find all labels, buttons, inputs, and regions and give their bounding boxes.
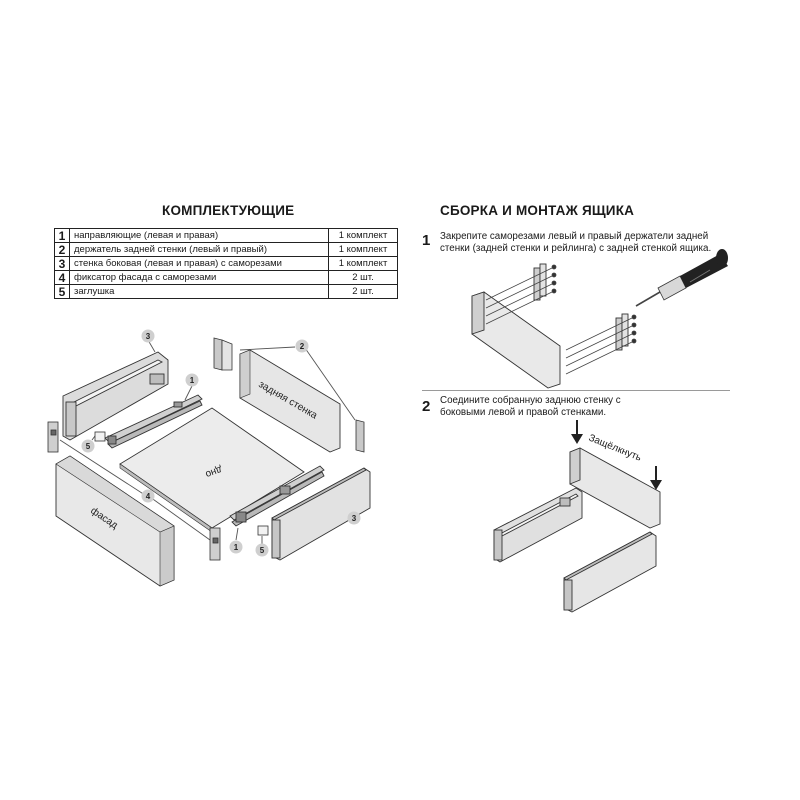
table-row: 5 заглушка 2 шт. bbox=[54, 284, 398, 299]
back-wall-holder-right bbox=[355, 419, 365, 453]
callout-badge: 5 bbox=[81, 439, 95, 453]
plug-left bbox=[94, 431, 106, 442]
table-row: 3 стенка боковая (левая и правая) с само… bbox=[54, 256, 398, 271]
callout-badge: 1 bbox=[185, 373, 199, 387]
callout-badge: 2 bbox=[295, 339, 309, 353]
leader-line bbox=[184, 385, 193, 401]
leader-line bbox=[304, 347, 356, 421]
callout-label: 3 bbox=[352, 514, 357, 523]
runner-right bbox=[229, 465, 325, 527]
callout-label: 2 bbox=[300, 342, 305, 351]
callout-label: 5 bbox=[260, 546, 265, 555]
callout-badge: 4 bbox=[141, 489, 155, 503]
callout-label: 1 bbox=[234, 543, 239, 552]
step-divider bbox=[422, 390, 730, 391]
callout-badge: 1 bbox=[229, 540, 243, 554]
callout-label: 1 bbox=[190, 376, 195, 385]
step-2-text: Соедините собранную заднюю стенку с боко… bbox=[440, 395, 621, 418]
callout-badge: 3 bbox=[141, 329, 155, 343]
assembly-title: СБОРКА И МОНТАЖ ЯЩИКА bbox=[440, 203, 635, 218]
plug-right bbox=[257, 525, 269, 536]
callout-label: 3 bbox=[146, 332, 151, 341]
side-wall-right bbox=[271, 467, 371, 561]
callout-label: 4 bbox=[146, 492, 151, 501]
callout-badge: 5 bbox=[255, 543, 269, 557]
side-wall-left bbox=[62, 351, 169, 441]
leader-line bbox=[59, 439, 149, 498]
runner-left bbox=[104, 394, 203, 449]
leader-line bbox=[239, 346, 296, 351]
leader-line bbox=[235, 527, 239, 541]
callout-badge: 3 bbox=[347, 511, 361, 525]
components-title: КОМПЛЕКТУЮЩИЕ bbox=[162, 203, 295, 218]
back-wall-holder-left bbox=[213, 337, 233, 371]
back-wall-panel: задняя стенка bbox=[239, 349, 341, 453]
leader-line bbox=[149, 496, 211, 541]
step-1-number: 1 bbox=[422, 232, 431, 249]
bottom-panel: дно bbox=[119, 407, 305, 533]
table-row: 1 направляющие (левая и правая) 1 компле… bbox=[54, 228, 398, 243]
step-2-number: 2 bbox=[422, 398, 431, 415]
part-name: заглушка bbox=[69, 284, 329, 299]
components-table: 1 направляющие (левая и правая) 1 компле… bbox=[54, 228, 398, 299]
facade-clip-left bbox=[47, 421, 59, 453]
part-quantity: 2 шт. bbox=[328, 284, 398, 299]
callout-label: 5 bbox=[86, 442, 91, 451]
step-1-text: Закрепите саморезами левый и правый держ… bbox=[440, 231, 712, 254]
facade-clip-right bbox=[209, 527, 221, 561]
facade-panel: фасад bbox=[55, 455, 175, 587]
